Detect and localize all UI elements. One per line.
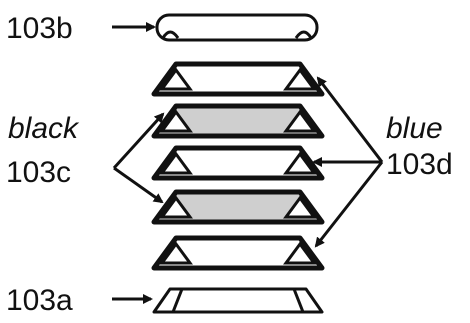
layer-103a: [152, 287, 324, 314]
layer-5-shaded: [151, 189, 325, 225]
layer-3-shaded: [151, 103, 325, 139]
layer-6: [151, 235, 325, 271]
arrow-103c-upper: [112, 112, 165, 170]
arrow-103d-top: [316, 76, 384, 163]
label-blue: blue: [386, 112, 443, 145]
layer-2: [151, 61, 325, 97]
label-103b: 103b: [6, 12, 73, 45]
arrow-103d-bottom: [314, 161, 384, 248]
label-103d: 103d: [386, 148, 453, 181]
arrow-103c-lower: [113, 166, 164, 204]
layer-4: [151, 145, 325, 181]
label-103a: 103a: [6, 284, 73, 317]
label-black: black: [8, 112, 80, 145]
label-103c: 103c: [6, 156, 71, 189]
layer-103b: [155, 13, 319, 42]
